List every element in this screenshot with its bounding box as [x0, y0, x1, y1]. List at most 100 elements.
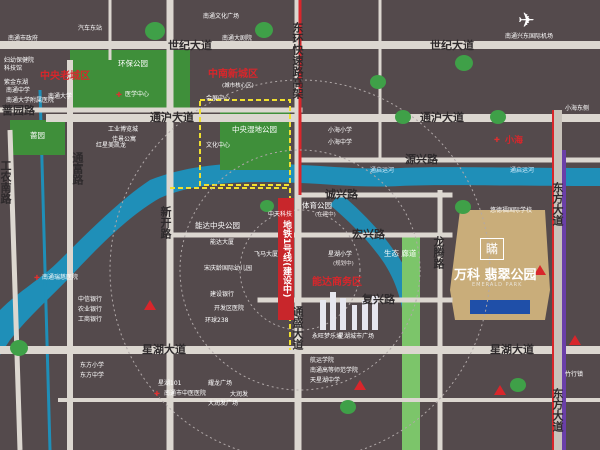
poi-culture-center: 文化中心	[206, 142, 231, 149]
road-label-shiji-e: 世纪大道	[430, 39, 474, 52]
landmark-tri-3	[494, 385, 506, 395]
park-label-central-wetland: 中央湿地公园	[232, 125, 277, 134]
poi-bank: 中信银行	[78, 296, 103, 303]
poi-school-taidong: 悠德福国际学校	[490, 207, 533, 214]
tree	[10, 340, 28, 356]
poi-zhongtian: 中天科技	[268, 211, 293, 218]
park-qiangyuan	[10, 120, 65, 155]
poi-redstar: 红星美凯龙	[96, 142, 127, 149]
poi-normal-college: 南通高等师范学院	[310, 367, 359, 374]
park-label-tiyu: 体育公园	[302, 201, 332, 210]
poi-zhuxing: 竹行镇	[565, 371, 584, 378]
road-label-xinghu-e: 星湖大道	[490, 343, 534, 356]
poi-xinghu-city: 星湖城市广场	[338, 333, 375, 340]
road-label-tongfu: 通富路	[71, 152, 84, 185]
zone-new-south-sub: (城市核心区)	[222, 83, 254, 89]
road-label-chengxing: 诚兴路	[325, 188, 358, 201]
hospital-icon: ✚	[494, 136, 500, 144]
landmark-tri-1	[144, 300, 156, 310]
zone-nengda: 能达商务区	[312, 277, 362, 288]
landmark-tri-4	[534, 265, 546, 275]
project-label[interactable]: 瞞 万科 翡翠公园 EMERALD PARK	[454, 236, 550, 302]
poi-xinghu-primary: 星湖小学	[328, 251, 353, 258]
road-label-dongfang-s: 东方大道	[551, 388, 564, 432]
poi-jiajing: 佳景公寓	[112, 136, 137, 143]
poi-science-museum: 科技馆	[4, 65, 23, 72]
road-label-qiangyuan: 蔷园路	[2, 104, 35, 117]
poi-convention: 会展中心	[206, 95, 231, 102]
poi-library: 南通文化广场	[203, 13, 240, 20]
tree	[455, 55, 473, 71]
road-label-xinkai: 新开路	[159, 206, 172, 239]
zone-old-city: 中央老城区	[40, 71, 90, 82]
poi-theater: 南通大剧院	[222, 35, 253, 42]
ring-inner	[239, 209, 361, 331]
poi-dongfang-middle: 东方中学	[80, 372, 105, 379]
park-label-qiangyuan: 蔷园	[30, 131, 45, 140]
river	[0, 163, 600, 355]
poi-hangyun: 航运学院	[310, 357, 335, 364]
poi-kindergarten: 宋庆龄国际幼儿园	[204, 265, 253, 272]
tree	[260, 200, 274, 212]
airport-icon: ✈	[518, 8, 535, 32]
road-label-tongjing-e: 通沪大道	[420, 111, 464, 124]
tree	[145, 22, 165, 40]
project-subtitle: EMERALD PARK	[472, 282, 523, 288]
poi-xiaohai-east: 小海东侧	[565, 105, 590, 112]
road-label-hongxing: 宏兴路	[352, 228, 385, 241]
project-water	[470, 300, 530, 314]
poi-zijin: 紫金东湖	[4, 79, 29, 86]
ring-outer	[109, 79, 491, 450]
poi-airport: 南通兴东国际机场	[505, 33, 554, 40]
poi-huanjing: 环球238	[205, 317, 229, 324]
river-north	[330, 193, 420, 450]
tree	[490, 110, 506, 124]
park-label-tiyu-sub: (在建中)	[315, 212, 336, 218]
poi-medical-center: 医学中心	[125, 91, 150, 98]
poi-feima: 飞马大厦	[254, 251, 279, 258]
poi-kaifa: 开发区医院	[214, 305, 245, 312]
poi-abc: 农业银行	[78, 306, 103, 313]
poi-bus-station: 汽车东站	[78, 25, 103, 32]
poi-daruifa-plaza: 大润发广场	[208, 400, 239, 407]
road-label-xinghu-w: 星湖大道	[142, 343, 186, 356]
tree	[340, 400, 356, 414]
park-shengtai	[402, 236, 420, 450]
poi-ccb: 建设银行	[210, 291, 235, 298]
ring-mid	[179, 149, 421, 391]
poi-xiaohai-primary: 小海小学	[328, 127, 353, 134]
metro-line-1[interactable]: 地铁1号线(建设中)	[278, 198, 294, 320]
road-label-tongsheng: 通盛大道	[291, 306, 304, 350]
poi-dongfang-primary: 东方小学	[80, 362, 105, 369]
project-name: 万科 翡翠公园	[454, 268, 537, 283]
poi-maternity: 妇幼保健院	[4, 57, 35, 64]
poi-industry-expo: 工业博览城	[108, 126, 139, 133]
tree	[370, 75, 386, 89]
poi-xiaohai-middle: 小海中学	[328, 139, 353, 146]
poi-yonghui: 永旺梦乐城	[312, 333, 343, 340]
road-label-shiji-w: 世纪大道	[168, 39, 212, 52]
tree	[395, 110, 411, 124]
park-label-shengtai: 生态 廊道	[384, 249, 417, 258]
road-label-longteng: 龙腾路	[432, 236, 445, 269]
xiaohai-label: 小海	[505, 136, 524, 146]
poi-nantong-middle: 南通中学	[6, 87, 31, 94]
poi-icbc: 工商银行	[78, 316, 103, 323]
road-label-tongjing-w: 通沪大道	[150, 111, 194, 124]
poi-xinghu-primary-sub: (规划中)	[333, 261, 354, 267]
river-label-east: 通启运河	[510, 167, 535, 174]
poi-xinghu101: 星湖101	[158, 380, 182, 387]
poi-affiliated-hospital: 南通大学附属医院	[6, 97, 55, 104]
poi-hospital: 南通瑞慈医院	[42, 274, 79, 281]
road-gongnong	[7, 129, 23, 450]
road-label-fuxing: 复兴路	[362, 293, 395, 306]
road-label-donghuan: 东环快速路高架	[291, 22, 304, 99]
zone-new-south: 中南新城区	[208, 69, 258, 80]
hospital-icon: ✚	[116, 91, 122, 99]
boundary-central	[199, 99, 291, 186]
poi-yaolong: 耀龙广场	[208, 380, 233, 387]
road-label-dongfang-n: 东方大道	[551, 182, 564, 226]
towers-group	[320, 292, 378, 330]
